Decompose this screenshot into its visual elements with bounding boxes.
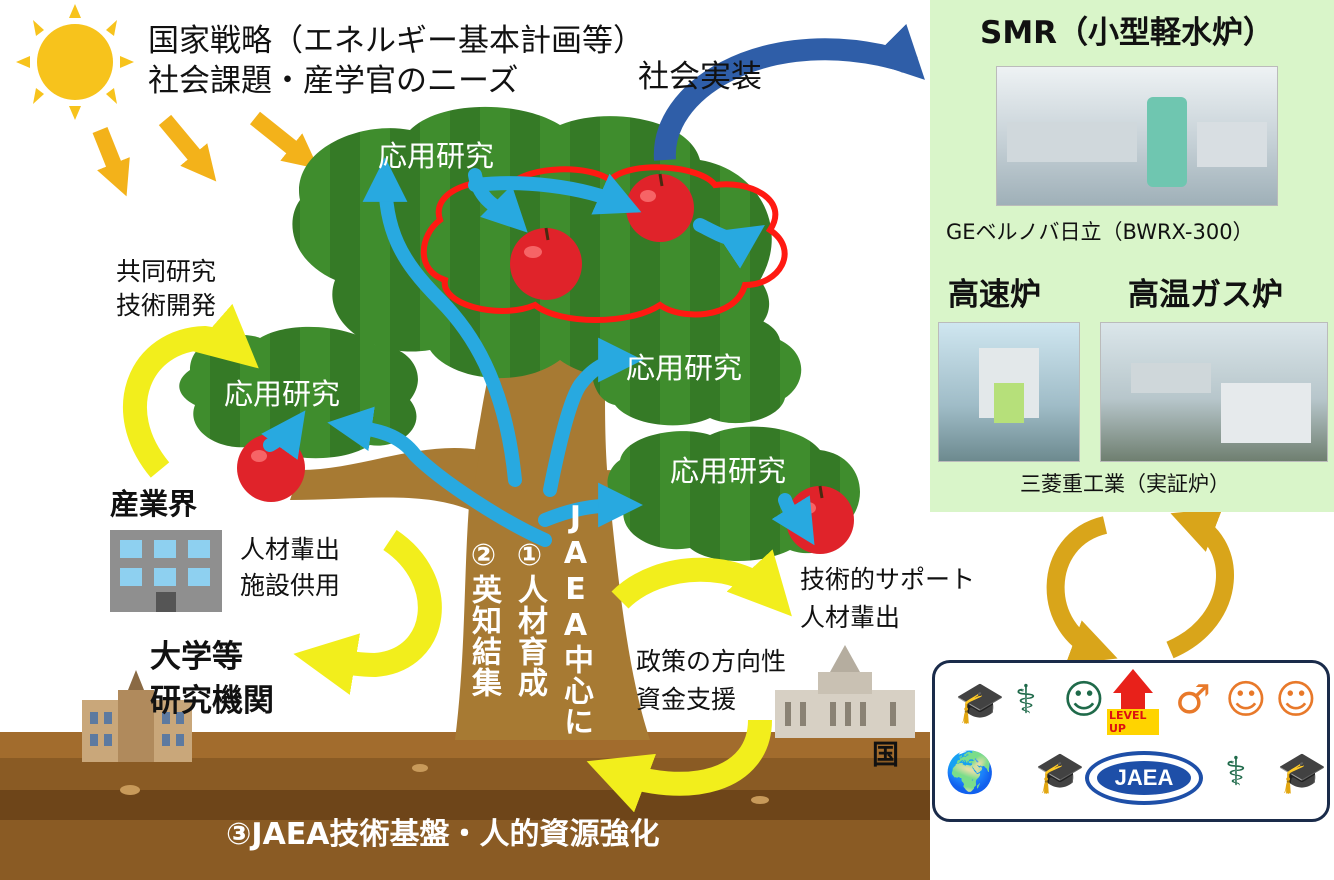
smr-plant-image [996, 66, 1278, 206]
collaboration-arrows [123, 303, 792, 813]
applied-research-label: 応用研究 [224, 377, 341, 411]
engineer-icon: ☺ [1225, 677, 1267, 723]
level-up-label: LEVEL UP [1107, 709, 1159, 735]
highlight-cloud-outline [420, 164, 788, 323]
industry-building-icon [110, 530, 222, 612]
jaea-logo-text: JAEA [1097, 761, 1191, 795]
social-implementation-label: 社会実装 [638, 59, 762, 95]
mhi-caption: 三菱重工業（実証炉） [1020, 472, 1230, 496]
government-label: 国 [872, 740, 899, 771]
smr-title: SMR（小型軽水炉） [980, 15, 1275, 51]
joint-research-label: 共同研究 [116, 257, 217, 286]
foundation-label: ③JAEA技術基盤・人的資源強化 [226, 817, 660, 852]
smr-caption: GEベルノバ日立（BWRX-300） [946, 220, 1254, 244]
researcher-icon: ⚕ [1225, 749, 1247, 795]
sun-icon [16, 4, 134, 120]
htgr-plant-image [1100, 322, 1328, 462]
diet-building-icon [775, 645, 915, 738]
applied-research-label: 応用研究 [378, 139, 495, 173]
facility-sharing-label: 施設供用 [240, 571, 341, 600]
applied-research-label: 応用研究 [670, 454, 787, 488]
tech-support-label: 技術的サポート [800, 565, 976, 594]
industry-label: 産業界 [110, 487, 198, 521]
apple-icon [510, 227, 582, 300]
scientist-icon: ☺ [1063, 677, 1105, 723]
researcher-icon: ⚕ [1015, 677, 1037, 723]
tech-development-label: 技術開発 [116, 291, 217, 320]
level-up-icon: LEVEL UP [1107, 669, 1159, 735]
growth-arrows [261, 157, 815, 547]
applied-research-label: 応用研究 [626, 351, 743, 385]
researcher-globe-icon: 🌍 [945, 750, 995, 796]
worker-icon: ♂ [1175, 677, 1211, 723]
jaea-talent-box: 🎓 ⚕ ☺ LEVEL UP ♂ ☺ ☺ 🌍 🎓 JAEA ⚕ 🎓 [932, 660, 1330, 822]
jaea-center-label: JAEA中心に [558, 500, 593, 737]
htgr-title: 高温ガス炉 [1128, 277, 1283, 313]
graduate-icon: 🎓 [1277, 750, 1327, 796]
header-line-2: 社会課題・産学官のニーズ [148, 63, 519, 99]
social-implementation-arrow [653, 23, 925, 161]
policy-direction-label: 政策の方向性 [636, 647, 787, 676]
engineer-icon: ☺ [1275, 677, 1317, 723]
research-institute-label: 研究機関 [150, 683, 274, 719]
fast-reactor-image [938, 322, 1080, 462]
jaea-logo: JAEA [1085, 751, 1203, 805]
talent-output-label: 人材輩出 [240, 535, 341, 564]
reactor-panel: SMR（小型軽水炉） GEベルノバ日立（BWRX-300） 高速炉 高温ガス炉 … [930, 0, 1334, 512]
graduate-icon: 🎓 [955, 680, 1005, 726]
graduate-icon: 🎓 [1035, 750, 1085, 796]
university-building-icon [82, 670, 192, 762]
cycle-arrows [1046, 508, 1234, 665]
sunlight-arrows [92, 111, 319, 197]
apple-icon [626, 173, 694, 242]
funding-support-label: 資金支援 [636, 685, 737, 714]
knowledge-gathering-label: ②英知結集 [466, 538, 501, 698]
fast-reactor-title: 高速炉 [948, 277, 1041, 313]
human-resource-label: ①人材育成 [512, 538, 547, 698]
talent-output-gov-label: 人材輩出 [800, 603, 901, 632]
crown-right-upper [591, 312, 802, 426]
university-label: 大学等 [150, 639, 243, 675]
header-line-1: 国家戦略（エネルギー基本計画等） [148, 23, 644, 59]
